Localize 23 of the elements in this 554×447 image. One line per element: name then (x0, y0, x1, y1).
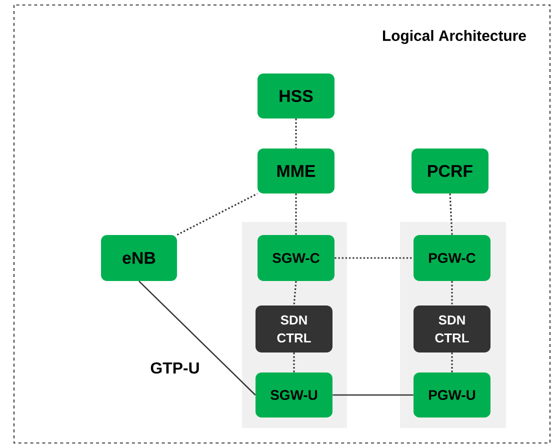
network-node-box: MME (258, 148, 334, 194)
title: Logical Architecture (383, 30, 526, 44)
connector-line (451, 352, 453, 372)
connector-line (138, 280, 256, 396)
connector-line (295, 118, 297, 148)
connector-line (334, 257, 414, 259)
connector-line (293, 352, 295, 372)
connector-line (295, 194, 297, 235)
network-node-box: PGW-C (414, 234, 490, 281)
connector-line (332, 394, 414, 396)
network-node-box: PGW-U (414, 372, 490, 418)
controller-box: SDN CTRL (414, 305, 490, 352)
network-node-box: SGW-U (256, 372, 332, 418)
connector-line (449, 194, 453, 235)
network-node-box: SGW-C (258, 234, 334, 281)
connector-line (176, 192, 258, 236)
network-node-box: eNB (101, 234, 177, 281)
connector-line (451, 281, 453, 306)
controller-box: SDN CTRL (256, 305, 332, 352)
network-node-box: PCRF (412, 148, 488, 194)
connector-line (293, 281, 297, 306)
network-node-box: HSS (258, 73, 334, 118)
edge-label: GTP-U (150, 362, 199, 374)
